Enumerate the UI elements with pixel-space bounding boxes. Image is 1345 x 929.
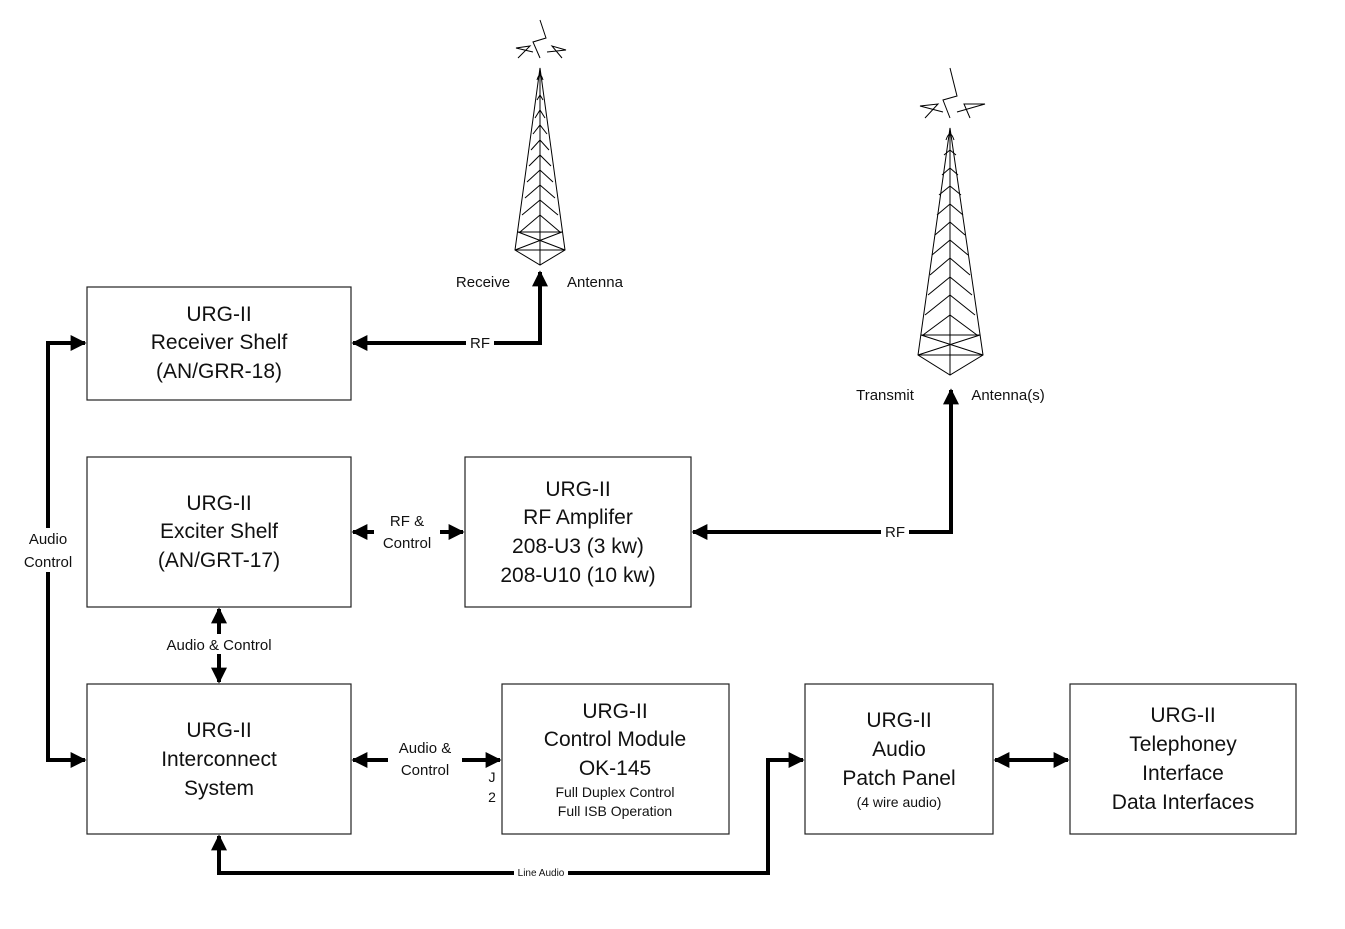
svg-text:RF Amplifer: RF Amplifer xyxy=(523,506,633,529)
receive-antenna-label-right: Antenna xyxy=(567,274,624,291)
svg-text:URG-II: URG-II xyxy=(582,700,647,723)
exciter-amp-label-1: RF & xyxy=(390,513,424,530)
transmit-antenna-tower-icon xyxy=(917,67,986,376)
interconnect-system-box: URG-II Interconnect System xyxy=(86,683,352,835)
svg-text:Full Duplex Control: Full Duplex Control xyxy=(555,784,674,800)
rx-rf-label: RF xyxy=(470,335,490,352)
audio-patch-panel-box: URG-II Audio Patch Panel (4 wire audio) xyxy=(804,683,994,835)
svg-text:Control Module: Control Module xyxy=(544,728,686,751)
svg-text:URG-II: URG-II xyxy=(186,303,251,326)
tx-rf-label: RF xyxy=(885,524,905,541)
svg-text:Interface: Interface xyxy=(1142,762,1224,785)
line-audio-link xyxy=(211,752,805,875)
svg-text:URG-II: URG-II xyxy=(186,719,251,742)
svg-text:URG-II: URG-II xyxy=(1150,704,1215,727)
j2-label-1: J xyxy=(489,769,496,785)
side-control-label: Control xyxy=(24,554,72,571)
svg-text:(AN/GRT-17): (AN/GRT-17) xyxy=(158,549,280,572)
receive-antenna-label-left: Receive xyxy=(456,274,510,291)
rf-amplifier-box: URG-II RF Amplifer 208-U3 (3 kw) 208-U10… xyxy=(464,456,692,608)
exciter-amp-label-2: Control xyxy=(383,535,431,552)
svg-text:OK-145: OK-145 xyxy=(579,757,651,780)
transmit-antenna-label-right: Antenna(s) xyxy=(971,387,1044,404)
svg-text:208-U3 (3 kw): 208-U3 (3 kw) xyxy=(512,535,644,558)
svg-text:Receiver Shelf: Receiver Shelf xyxy=(151,331,288,354)
exciter-interconnect-label: Audio & Control xyxy=(166,637,271,654)
control-module-box: URG-II Control Module OK-145 Full Duplex… xyxy=(501,683,730,835)
telephony-interface-box: URG-II Telephoney Interface Data Interfa… xyxy=(1069,683,1297,835)
interconnect-control-label-1: Audio & xyxy=(399,740,452,757)
svg-text:Telephoney: Telephoney xyxy=(1129,733,1237,756)
j2-label-2: 2 xyxy=(488,789,496,805)
svg-text:Interconnect: Interconnect xyxy=(161,748,277,771)
svg-text:Audio: Audio xyxy=(872,738,926,761)
exciter-shelf-box: URG-II Exciter Shelf (AN/GRT-17) xyxy=(86,456,352,608)
svg-text:Data Interfaces: Data Interfaces xyxy=(1112,791,1254,814)
transmit-antenna-label-left: Transmit xyxy=(856,387,915,404)
svg-text:URG-II: URG-II xyxy=(186,492,251,515)
svg-text:Full ISB Operation: Full ISB Operation xyxy=(558,803,672,819)
svg-text:Exciter Shelf: Exciter Shelf xyxy=(160,520,278,543)
svg-text:URG-II: URG-II xyxy=(545,478,610,501)
tx-rf-link xyxy=(691,388,959,540)
svg-text:208-U10 (10 kw): 208-U10 (10 kw) xyxy=(500,564,655,587)
svg-text:(4 wire audio): (4 wire audio) xyxy=(857,794,942,810)
svg-text:(AN/GRR-18): (AN/GRR-18) xyxy=(156,360,282,383)
interconnect-control-label-2: Control xyxy=(401,762,449,779)
svg-text:URG-II: URG-II xyxy=(866,709,931,732)
rx-rf-link xyxy=(351,270,548,351)
side-audio-label: Audio xyxy=(29,531,67,548)
receiver-shelf-box: URG-II Receiver Shelf (AN/GRR-18) xyxy=(86,286,352,401)
svg-text:System: System xyxy=(184,777,254,800)
line-audio-label: Line Audio xyxy=(518,868,565,879)
svg-text:Patch Panel: Patch Panel xyxy=(842,767,955,790)
receive-antenna-tower-icon xyxy=(514,19,567,266)
